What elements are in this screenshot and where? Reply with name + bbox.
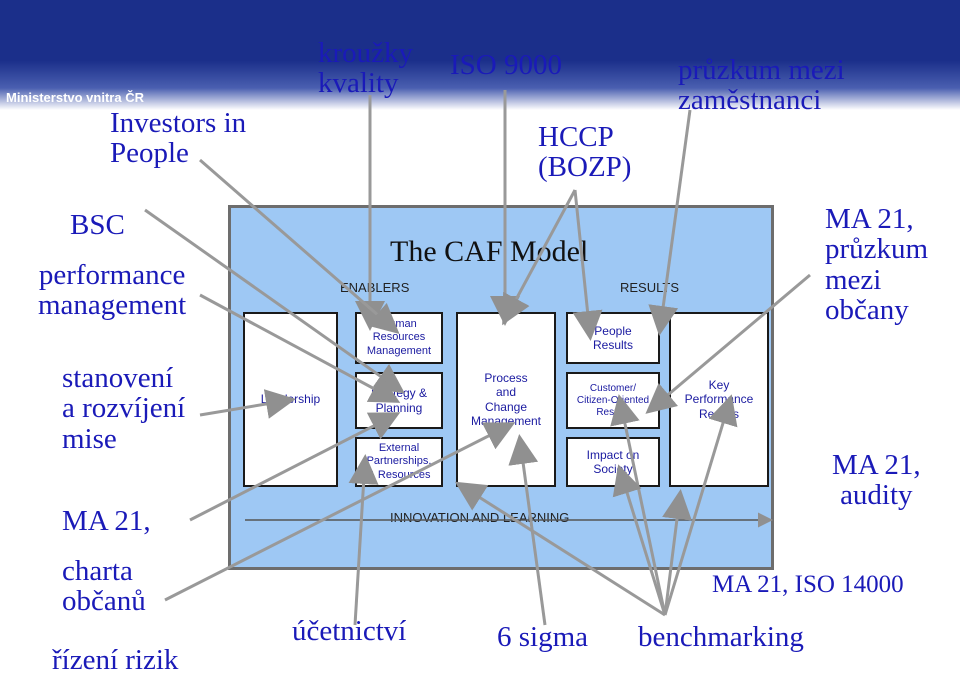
label-investors: Investors in People [110, 107, 247, 170]
ministry-name: Ministerstvo vnitra ČR [6, 90, 144, 105]
society-label: Impact on Society [586, 447, 640, 476]
results-header: RESULTS [620, 280, 679, 295]
partnerships-box: External Partnerships. & Resources [355, 437, 443, 487]
strategy-label: Strategy & Planning [370, 386, 428, 415]
label-iso9000: ISO 9000 [450, 49, 562, 81]
leadership-box: Leadership [243, 312, 338, 487]
society-box: Impact on Society [566, 437, 660, 487]
label-ma21-pruzkum: MA 21, průzkum mezi občany [825, 203, 929, 327]
key-results-box: Key Performance Results [669, 312, 769, 487]
label-performance: performance management [38, 259, 187, 322]
hr-label: Human Resources Management [366, 318, 432, 357]
customer-results-label: Customer/ Citizen-Oriented Results [576, 382, 650, 418]
label-ma21-audity: MA 21, audity [832, 449, 921, 512]
customer-results-box: Customer/ Citizen-Oriented Results [566, 372, 660, 429]
label-rizeni: řízení rizik [52, 644, 179, 676]
hr-box: Human Resources Management [355, 312, 443, 364]
label-stanoveni: stanovení a rozvíjení mise [62, 362, 186, 455]
label-charta: charta občanů [62, 555, 146, 618]
label-ucetnictvi: účetnictví [292, 615, 407, 647]
process-box: Process and Change Management [456, 312, 556, 487]
partnerships-label: External Partnerships. & Resources [366, 442, 432, 481]
process-label: Process and Change Management [470, 370, 542, 428]
strategy-box: Strategy & Planning [355, 372, 443, 429]
label-ma21-left: MA 21, [62, 505, 151, 537]
label-6-sigma: 6 sigma [497, 621, 589, 653]
people-results-label: People Results [592, 323, 633, 352]
header-banner [0, 0, 960, 110]
innovation-label: INNOVATION AND LEARNING [390, 510, 570, 525]
key-results-label: Key Performance Results [684, 377, 754, 421]
people-results-box: People Results [566, 312, 660, 364]
label-benchmarking: benchmarking [638, 621, 804, 653]
label-hccp: HCCP (BOZP) [538, 121, 632, 184]
label-krouzky: kroužky kvality [318, 37, 414, 100]
enablers-header: ENABLERS [340, 280, 410, 295]
label-bsc: BSC [70, 209, 125, 241]
label-pruzkum-zamestnanci: průzkum mezi zaměstnanci [678, 54, 845, 117]
caf-title: The CAF Model [390, 235, 589, 268]
leadership-label: Leadership [260, 392, 321, 407]
label-ma21-iso: MA 21, ISO 14000 [712, 571, 904, 598]
